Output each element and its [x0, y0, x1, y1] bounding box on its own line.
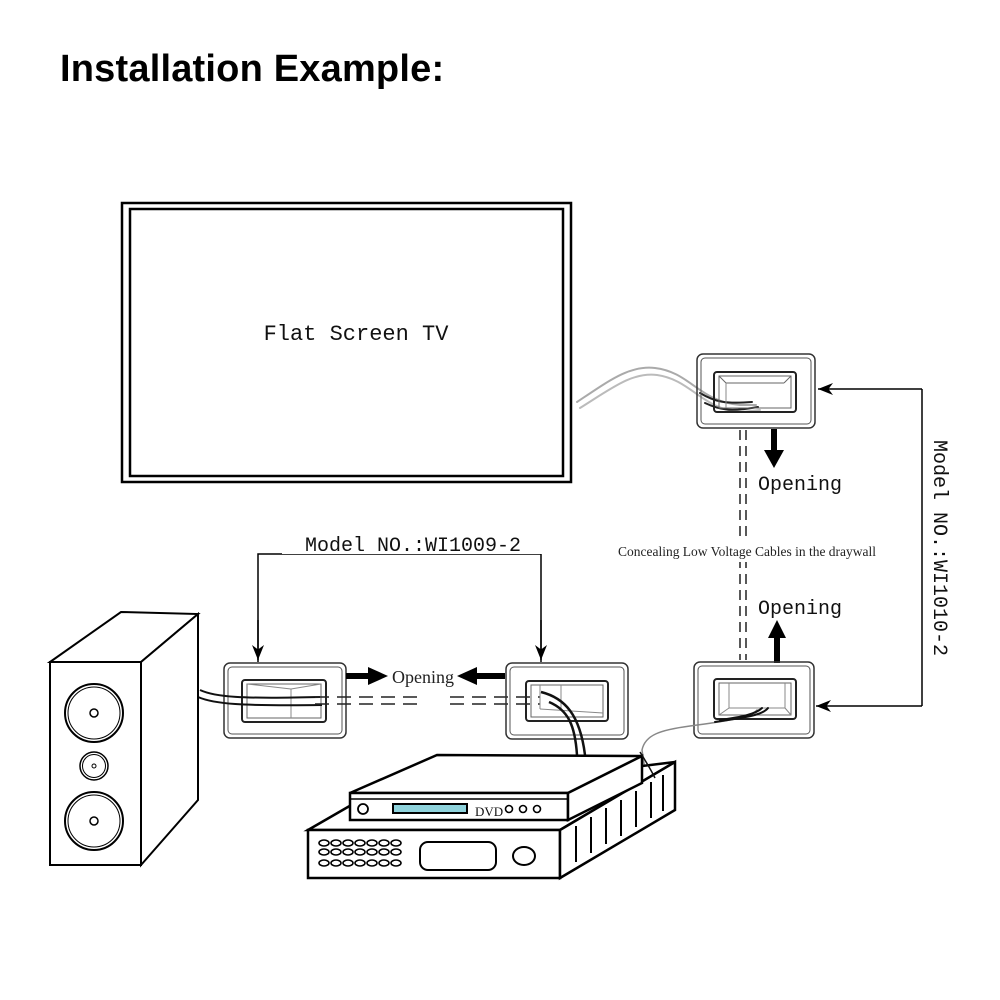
- flat-screen-tv: Flat Screen TV: [120, 201, 573, 484]
- model-wi1010-bracket: [816, 383, 923, 712]
- speaker-woofer-top-icon: [64, 683, 124, 743]
- tv-cable: [576, 366, 761, 414]
- page-title: Installation Example:: [60, 48, 445, 90]
- model-wi1009-label: Model NO.:WI1009-2: [305, 535, 521, 558]
- speaker-tweeter-icon: [79, 751, 109, 781]
- opening-label-top-right: Opening: [758, 474, 842, 497]
- opening-arrow-left-icon: [457, 667, 505, 685]
- wall-plate-bottom-right: [693, 661, 815, 739]
- receiver-cable-end: [639, 751, 656, 779]
- opening-label-middle: Opening: [392, 667, 454, 687]
- wall-plate-top-right: [696, 353, 816, 429]
- speaker: [46, 610, 201, 868]
- speaker-cable: [197, 689, 323, 707]
- dvd-player: DVD: [348, 753, 644, 823]
- opening-arrow-up-icon: [768, 620, 786, 663]
- opening-label-bottom-right: Opening: [758, 598, 842, 621]
- tv-label: Flat Screen TV: [264, 322, 450, 347]
- dvd-label: DVD: [475, 804, 503, 819]
- receiver-cable: [641, 707, 769, 771]
- model-wi1010-label: Model NO.:WI1010-2: [927, 440, 950, 656]
- wall-plate-center: [505, 662, 629, 740]
- dvd-display: [392, 803, 468, 814]
- wall-plate-left: [223, 662, 347, 739]
- opening-arrow-down-icon: [764, 429, 784, 468]
- model-wi1009-bracket: [252, 553, 547, 662]
- drywall-note: Concealing Low Voltage Cables in the dra…: [618, 545, 876, 560]
- speaker-woofer-bottom-icon: [64, 791, 124, 851]
- opening-arrow-right-icon: [346, 667, 388, 685]
- dvd-cable: [540, 690, 587, 756]
- receiver-grille-icon: [318, 839, 402, 867]
